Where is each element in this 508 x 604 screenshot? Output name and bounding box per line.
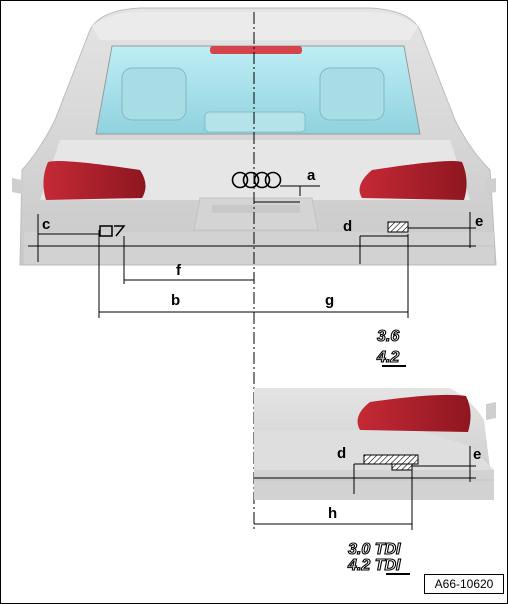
detail-emblem-marker bbox=[363, 454, 419, 465]
brake-light bbox=[210, 46, 302, 54]
detail-tail-light bbox=[357, 394, 471, 432]
label-c: c bbox=[42, 216, 50, 233]
q7-badge bbox=[99, 225, 126, 237]
car-rear-top bbox=[12, 7, 497, 266]
tail-light-left bbox=[43, 161, 146, 200]
tail-light-right bbox=[359, 161, 467, 200]
dimension-lines-top bbox=[28, 185, 476, 318]
audi-rings-logo bbox=[231, 171, 282, 189]
badge-top-2: 4.2 bbox=[376, 349, 399, 366]
label-b: b bbox=[171, 292, 180, 309]
label-a: a bbox=[307, 167, 316, 184]
emblem-position-marker bbox=[387, 221, 409, 233]
dimension-lines-bottom bbox=[254, 446, 476, 530]
badge-top-1: 3.6 bbox=[377, 328, 399, 345]
label-h: h bbox=[328, 505, 337, 522]
bumper bbox=[24, 232, 494, 264]
badge-bottom-2: 4.2 TDI bbox=[347, 557, 401, 574]
figure-reference-number: A66-10620 bbox=[424, 574, 504, 594]
car-rear-detail bbox=[254, 388, 496, 500]
label-d: d bbox=[343, 218, 352, 235]
badge-bottom-1: 3.0 TDI bbox=[348, 541, 401, 558]
label-f: f bbox=[176, 262, 182, 279]
label-d-detail: d bbox=[337, 445, 346, 462]
label-g: g bbox=[325, 292, 334, 309]
label-e-detail: e bbox=[473, 446, 481, 463]
label-e: e bbox=[475, 213, 483, 230]
